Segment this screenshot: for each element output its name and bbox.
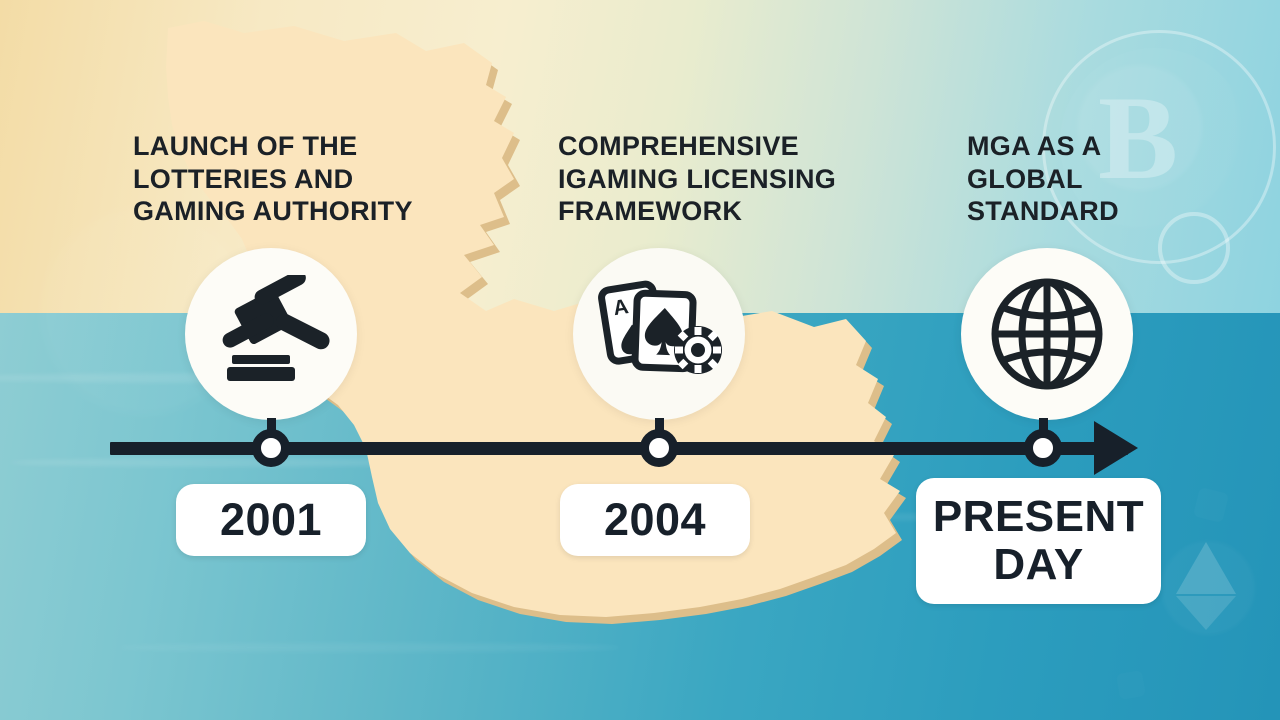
sea-highlight: [10, 458, 440, 467]
ethereum-symbol-icon: [1176, 542, 1236, 594]
milestone-2004-date-chip[interactable]: 2004: [560, 484, 750, 556]
svg-text:A: A: [612, 295, 631, 320]
island-body: [166, 21, 900, 617]
ethereum-symbol-icon: [1176, 596, 1236, 630]
milestone-2001-heading: LAUNCH OF THE LOTTERIES AND GAMING AUTHO…: [133, 131, 413, 227]
globe-icon: [991, 278, 1103, 390]
milestone-2004-node-dot[interactable]: [640, 429, 678, 467]
milestone-present-date-chip[interactable]: PRESENT DAY: [916, 478, 1161, 604]
milestone-2004-heading: COMPREHENSIVE iGAMING LICENSING FRAMEWOR…: [558, 131, 837, 227]
timeline-arrow-head-icon: [1094, 421, 1138, 475]
milestone-2001-date-chip[interactable]: 2001: [176, 484, 366, 556]
milestone-present-heading: MGA AS A GLOBAL STANDARD: [967, 131, 1119, 227]
gavel-icon: [222, 275, 330, 381]
watermark-ring: [1158, 212, 1230, 284]
watermark-ring: [1042, 30, 1276, 264]
milestone-present-node-dot[interactable]: [1024, 429, 1062, 467]
milestone-2004-icon-bubble[interactable]: A: [573, 248, 745, 420]
ethereum-watermark: [1148, 528, 1268, 648]
playing-cards-chip-icon: A: [598, 280, 722, 374]
milestone-2001-icon-bubble[interactable]: [185, 248, 357, 420]
milestone-2001-node-dot[interactable]: [252, 429, 290, 467]
sea-highlight: [120, 643, 620, 652]
milestone-present-icon-bubble[interactable]: [961, 248, 1133, 420]
timeline-axis: [110, 442, 1128, 455]
